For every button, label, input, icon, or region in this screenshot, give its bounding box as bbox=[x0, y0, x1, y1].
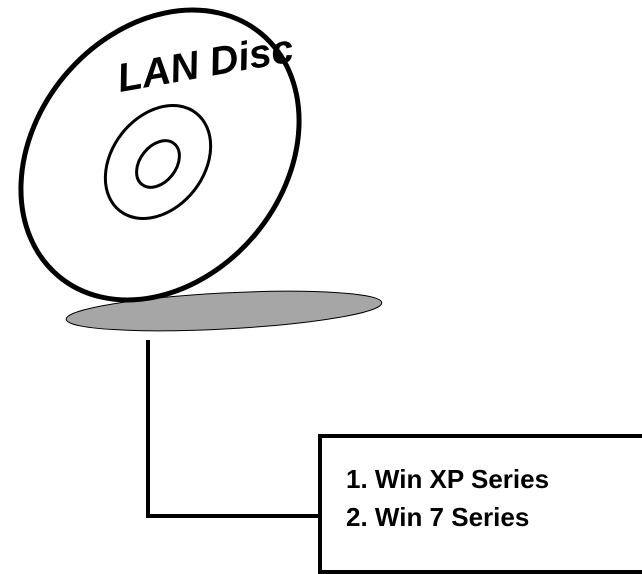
disc-outer-ring bbox=[18, 7, 302, 303]
lan-disc-diagram: LAN Disc bbox=[18, 7, 383, 518]
driver-list-item-win-xp: 1. Win XP Series bbox=[346, 464, 550, 494]
cd-disc-icon: LAN Disc bbox=[18, 7, 302, 303]
connector-line bbox=[146, 340, 322, 518]
driver-list-box: 1. Win XP Series 2. Win 7 Series bbox=[318, 434, 642, 574]
disc-middle-ring bbox=[103, 104, 213, 220]
disc-hub-hole bbox=[135, 139, 181, 189]
driver-list-item-win-7: 2. Win 7 Series bbox=[346, 502, 530, 532]
